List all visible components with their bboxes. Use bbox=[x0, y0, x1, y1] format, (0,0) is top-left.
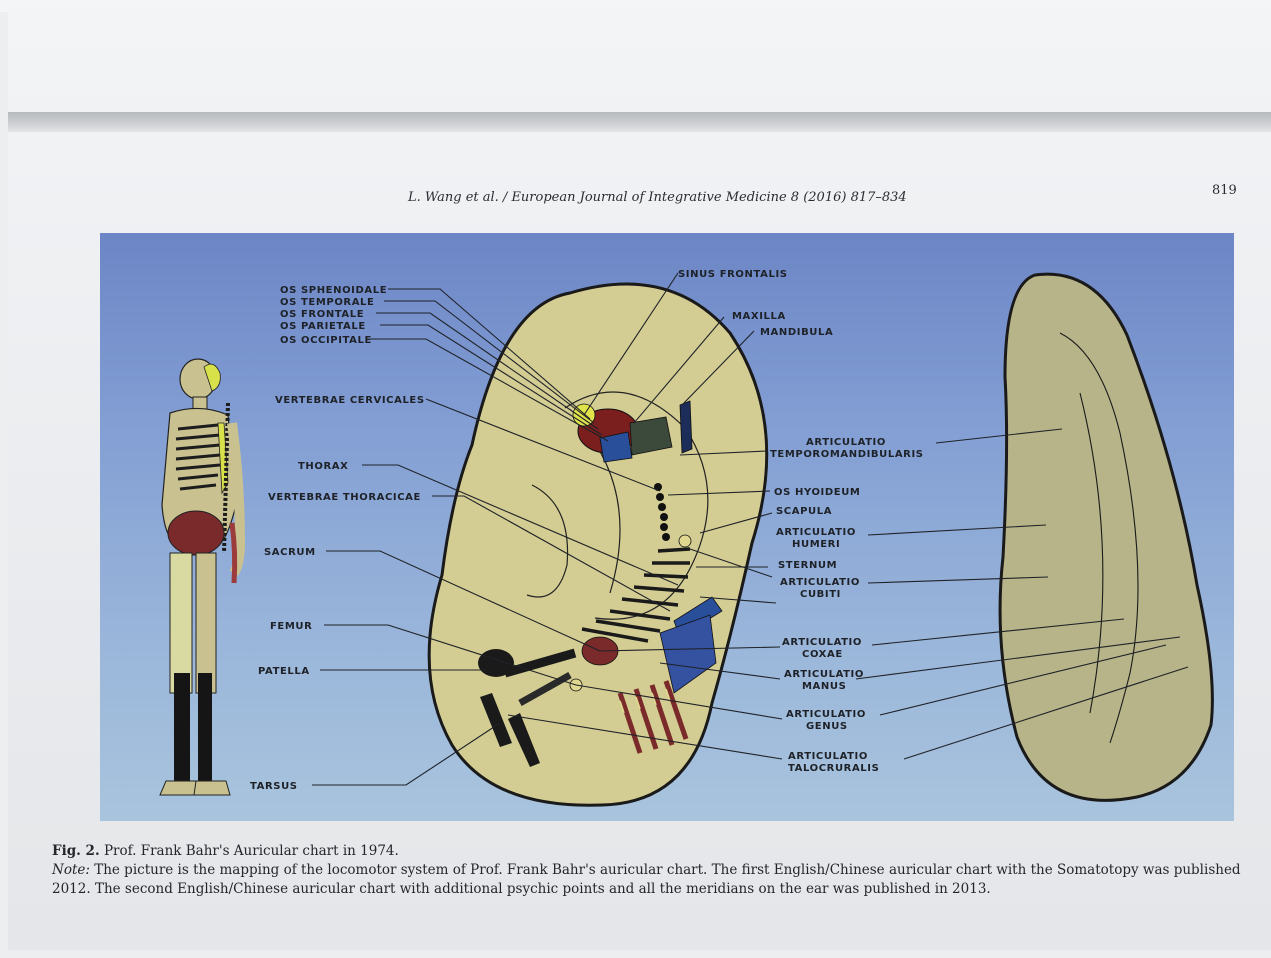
label-manus-line1: ARTICULATIO bbox=[784, 669, 864, 680]
label-scapula: SCAPULA bbox=[776, 506, 832, 517]
label-talocruralis-line2: TALOCRURALIS bbox=[788, 763, 879, 774]
label-talocruralis-line1: ARTICULATIO bbox=[788, 751, 868, 762]
running-head: L. Wang et al. / European Journal of Int… bbox=[408, 190, 907, 205]
label-sinus-frontalis: SINUS FRONTALIS bbox=[678, 269, 788, 280]
label-os-hyoideum: OS HYOIDEUM bbox=[774, 487, 860, 498]
label-tmj-line1: ARTICULATIO bbox=[806, 437, 886, 448]
label-humeri-line1: ARTICULATIO bbox=[776, 527, 856, 538]
caption-title-line: Fig. 2. Prof. Frank Bahr's Auricular cha… bbox=[52, 842, 1267, 861]
label-coxae-line1: ARTICULATIO bbox=[782, 637, 862, 648]
caption-note-label: Note: bbox=[52, 862, 90, 878]
label-manus-line2: MANUS bbox=[802, 681, 846, 692]
label-vertebrae-cervicales: VERTEBRAE CERVICALES bbox=[275, 395, 425, 406]
label-cubiti-line1: ARTICULATIO bbox=[780, 577, 860, 588]
ear-somatotopy-illustration bbox=[429, 284, 767, 805]
label-thorax: THORAX bbox=[298, 461, 348, 472]
label-os-occipitale: OS OCCIPITALE bbox=[280, 335, 372, 346]
label-tarsus: TARSUS bbox=[250, 781, 298, 792]
caption-note-line2: 2012. The second English/Chinese auricul… bbox=[52, 880, 1267, 899]
label-os-parietale: OS PARIETALE bbox=[280, 321, 366, 332]
label-mandibula: MANDIBULA bbox=[760, 327, 833, 338]
label-femur: FEMUR bbox=[270, 621, 312, 632]
auricular-chart-figure: OS SPHENOIDALE OS TEMPORALE OS FRONTALE … bbox=[100, 233, 1234, 821]
page-shadow-band bbox=[8, 112, 1271, 132]
caption-fig-title: Prof. Frank Bahr's Auricular chart in 19… bbox=[104, 843, 399, 859]
human-body-illustration bbox=[160, 359, 240, 795]
label-os-frontale: OS FRONTALE bbox=[280, 309, 364, 320]
label-sternum: STERNUM bbox=[778, 560, 837, 571]
label-humeri-line2: HUMERI bbox=[792, 539, 840, 550]
label-maxilla: MAXILLA bbox=[732, 311, 786, 322]
caption-note-line1: Note: The picture is the mapping of the … bbox=[52, 861, 1267, 880]
figure-caption: Fig. 2. Prof. Frank Bahr's Auricular cha… bbox=[52, 842, 1267, 899]
label-os-temporale: OS TEMPORALE bbox=[280, 297, 374, 308]
page-number: 819 bbox=[1212, 183, 1237, 198]
figure-drawing: OS SPHENOIDALE OS TEMPORALE OS FRONTALE … bbox=[100, 233, 1234, 821]
label-genus-line1: ARTICULATIO bbox=[786, 709, 866, 720]
caption-note-text1: The picture is the mapping of the locomo… bbox=[94, 862, 1240, 878]
caption-fig-label: Fig. 2. bbox=[52, 843, 100, 859]
ear-outline-illustration bbox=[1000, 274, 1212, 800]
label-os-sphenoidale: OS SPHENOIDALE bbox=[280, 285, 387, 296]
label-patella: PATELLA bbox=[258, 666, 310, 677]
label-genus-line2: GENUS bbox=[806, 721, 848, 732]
label-vertebrae-thoracicae: VERTEBRAE THORACICAE bbox=[268, 492, 421, 503]
label-coxae-line2: COXAE bbox=[802, 649, 843, 660]
label-tmj-line2: TEMPOROMANDIBULARIS bbox=[770, 449, 924, 460]
label-cubiti-line2: CUBITI bbox=[800, 589, 841, 600]
label-sacrum: SACRUM bbox=[264, 547, 316, 558]
